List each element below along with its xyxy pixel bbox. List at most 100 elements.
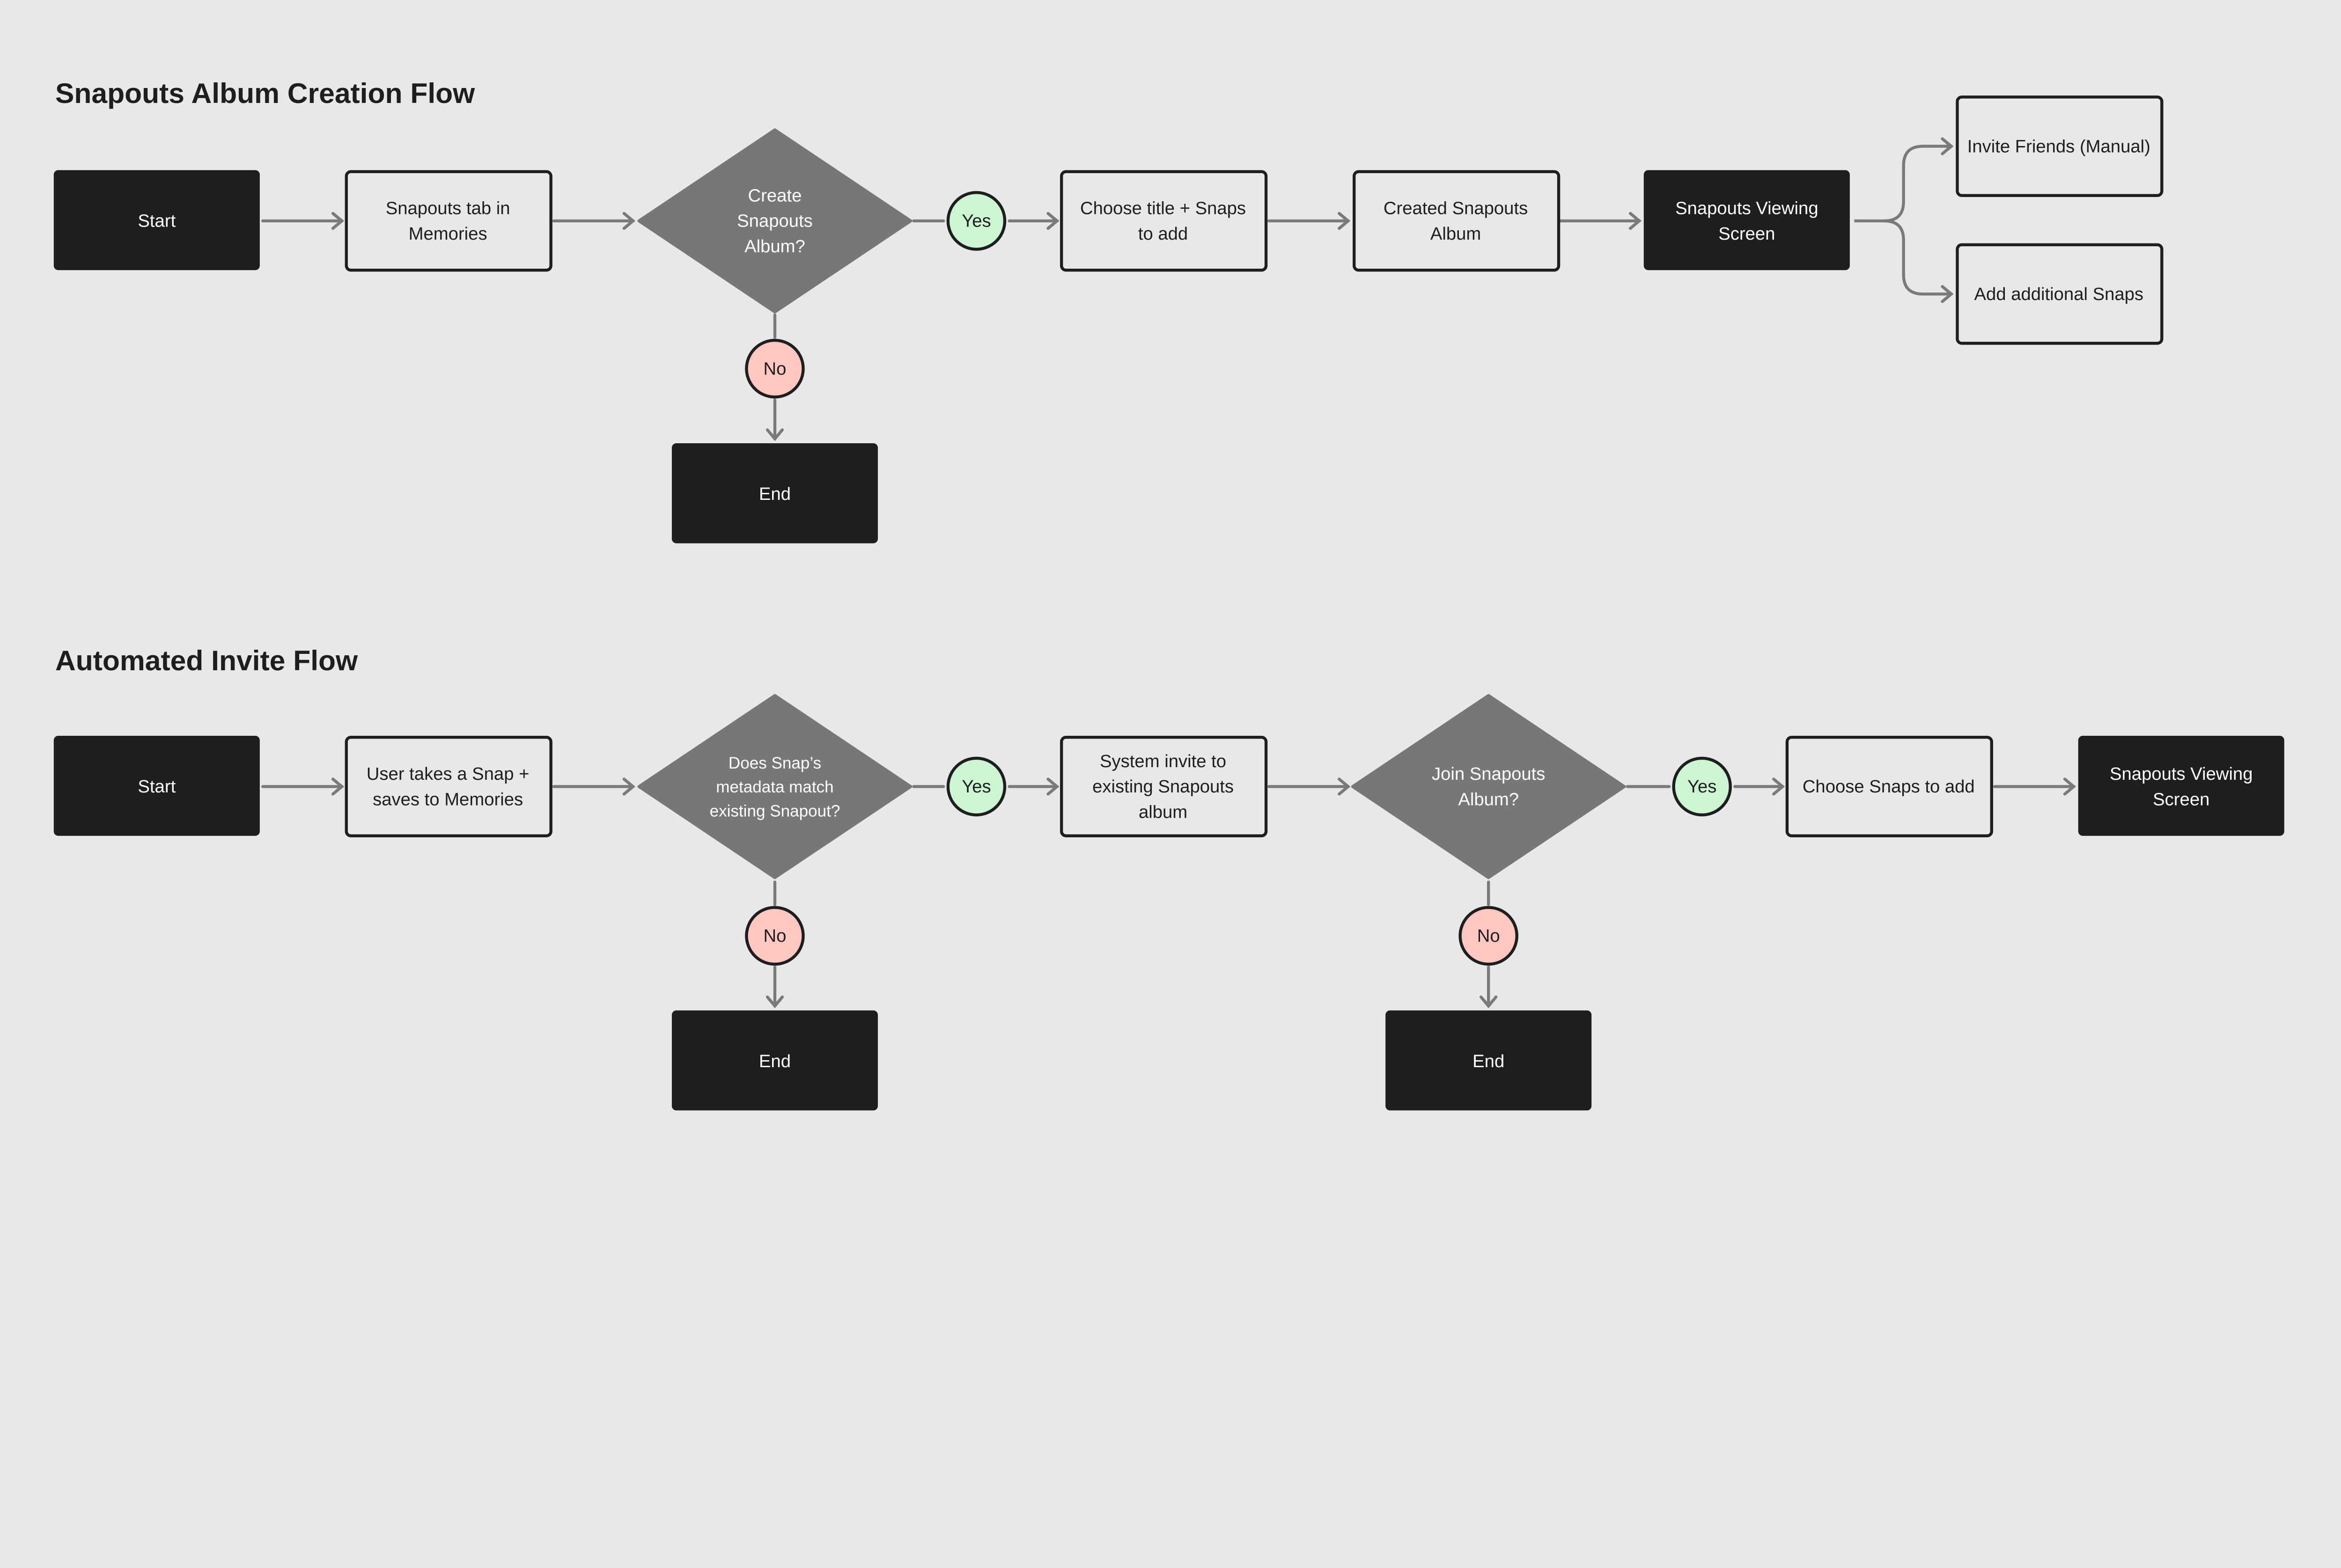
- label-line: Choose title + Snaps: [1080, 198, 1246, 219]
- label-line: Does Snap’s: [729, 754, 821, 772]
- process-shape: [1956, 243, 2164, 345]
- flow1-end-node[interactable]: End: [671, 443, 878, 543]
- label-line: Album: [1430, 224, 1481, 244]
- flow2-end2-node[interactable]: End: [1385, 1010, 1592, 1111]
- yes-badge: [946, 191, 1007, 251]
- label-line: User takes a Snap +: [367, 764, 530, 784]
- decision-shape: [637, 694, 913, 879]
- label-line: Create: [748, 185, 802, 205]
- flow1-title: Snapouts Album Creation Flow: [55, 77, 475, 109]
- no-badge: [745, 338, 805, 399]
- flow2-start-label: Start: [138, 777, 176, 797]
- label-line: Snapouts: [737, 211, 813, 231]
- flow2-no2-label: No: [1477, 926, 1500, 946]
- flow1-no-label: No: [764, 359, 787, 379]
- flow2-system-invite-node[interactable]: System invite to existing Snapouts album: [1060, 736, 1268, 837]
- flow1-yes-node[interactable]: Yes: [946, 191, 1007, 251]
- label-line: Yes: [1687, 777, 1716, 797]
- flow2-no1-node[interactable]: No: [745, 906, 805, 966]
- flow2-no1-label: No: [764, 926, 787, 946]
- label-line: metadata match: [716, 778, 833, 796]
- process-shape: [1060, 736, 1268, 837]
- label-line: End: [759, 484, 791, 504]
- flow2-title: Automated Invite Flow: [55, 645, 358, 676]
- decision-shape: [1351, 694, 1626, 879]
- label-line: to add: [1138, 224, 1188, 244]
- flow1-choose-title-node[interactable]: Choose title + Snaps to add: [1060, 170, 1268, 272]
- connectors: [261, 137, 2076, 1009]
- no-badge: [1458, 906, 1518, 966]
- label-line: Snapouts tab in: [386, 198, 510, 219]
- label-line: Album?: [1458, 789, 1519, 809]
- label-line: Album?: [744, 236, 805, 256]
- terminal-shape: [53, 736, 260, 836]
- label-line: existing Snapouts: [1092, 777, 1234, 797]
- flow1-no-node[interactable]: No: [745, 338, 805, 399]
- label-line: saves to Memories: [373, 789, 523, 809]
- label-line: Choose Snaps to add: [1803, 777, 1975, 797]
- flow1-invite-friends-node[interactable]: Invite Friends (Manual): [1956, 95, 2164, 197]
- process-shape: [1956, 95, 2164, 197]
- label-line: Screen: [2153, 789, 2209, 809]
- label-line: Screen: [1718, 224, 1775, 244]
- flow2-yes2-node[interactable]: Yes: [1672, 756, 1732, 817]
- flowchart-canvas: Snapouts Album Creation Flow Automated I…: [53, 77, 2284, 1111]
- flow2-yes1-node[interactable]: Yes: [946, 756, 1007, 817]
- label-line: album: [1139, 802, 1187, 822]
- flow2-user-takes-snap-label: User takes a Snap + saves to Memories: [367, 764, 530, 809]
- process-shape: [1353, 170, 1561, 272]
- label-line: System invite to: [1100, 751, 1226, 771]
- flow2-start-node[interactable]: Start: [53, 736, 260, 836]
- label-line: Invite Friends (Manual): [1967, 136, 2150, 156]
- flow2-end1-label: End: [759, 1051, 791, 1071]
- label-line: Snapouts Viewing: [1675, 198, 1818, 219]
- terminal-shape: [1643, 170, 1850, 271]
- flow1-start-node[interactable]: Start: [53, 170, 260, 271]
- terminal-shape: [1385, 1010, 1592, 1111]
- process-shape: [345, 170, 552, 272]
- flow1-choose-title-label: Choose title + Snaps to add: [1080, 198, 1246, 244]
- flow1-add-snaps-label: Add additional Snaps: [1974, 284, 2144, 304]
- flow2-end1-node[interactable]: End: [671, 1010, 878, 1111]
- flow2-no2-node[interactable]: No: [1458, 906, 1518, 966]
- label-line: Snapouts Viewing: [2110, 764, 2253, 784]
- flow2-user-takes-snap-node[interactable]: User takes a Snap + saves to Memories: [345, 736, 552, 837]
- flow1-end-label: End: [759, 484, 791, 504]
- yes-badge: [946, 756, 1007, 817]
- label-line: Yes: [962, 211, 991, 231]
- flow1-invite-friends-label: Invite Friends (Manual): [1967, 136, 2150, 156]
- label-line: Add additional Snaps: [1974, 284, 2144, 304]
- no-badge: [745, 906, 805, 966]
- label-line: Start: [138, 777, 176, 797]
- flow1-yes-label: Yes: [962, 211, 991, 231]
- branch-arrow-invite: [1854, 137, 1954, 223]
- flow1-add-snaps-node[interactable]: Add additional Snaps: [1956, 243, 2164, 345]
- yes-badge: [1672, 756, 1732, 817]
- process-shape: [345, 736, 552, 837]
- flow2-choose-snaps-node[interactable]: Choose Snaps to add: [1785, 736, 1993, 837]
- flow1-start-label: Start: [138, 211, 176, 231]
- label-line: existing Snapout?: [710, 802, 840, 820]
- terminal-shape: [671, 1010, 878, 1111]
- process-shape: [1060, 170, 1268, 272]
- process-shape: [1785, 736, 1993, 837]
- flow2-decision-match-node[interactable]: Does Snap’s metadata match existing Snapou…: [637, 694, 913, 879]
- label-line: No: [764, 359, 787, 379]
- label-line: End: [1472, 1051, 1504, 1071]
- label-line: End: [759, 1051, 791, 1071]
- terminal-shape: [53, 170, 260, 271]
- label-line: No: [1477, 926, 1500, 946]
- label-line: No: [764, 926, 787, 946]
